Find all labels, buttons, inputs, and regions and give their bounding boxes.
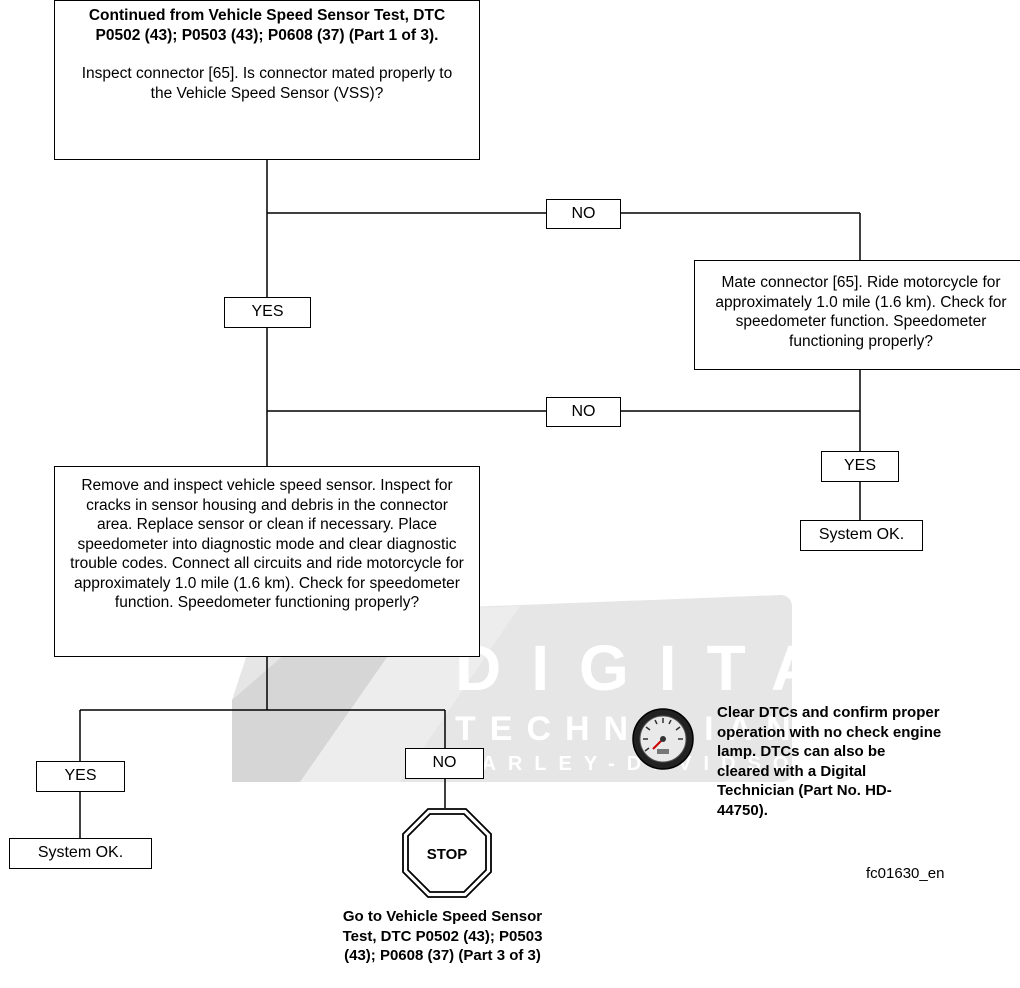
mate-connector-box: Mate connector [65]. Ride motorcycle for… [694,260,1020,370]
start-title: Continued from Vehicle Speed Sensor Test… [88,7,446,44]
label-yes-left: YES [224,297,311,328]
figure-id: fc01630_en [866,865,945,882]
clear-dtcs-note: Clear DTCs and confirm proper operation … [717,704,942,819]
watermark-word-1: DIGITAL [455,632,916,704]
label-yes-right: YES [821,451,899,482]
goto-part-3-text: Go to Vehicle Speed Sensor Test, DTC P05… [342,908,543,964]
stop-sign-icon: STOP [402,808,492,898]
stop-sign-label: STOP [427,846,468,863]
label-yes-bottom: YES [36,761,125,792]
label-no-middle: NO [546,397,621,427]
start-box: Continued from Vehicle Speed Sensor Test… [54,0,480,160]
inspect-sensor-box: Remove and inspect vehicle speed sensor.… [54,466,480,657]
label-no-top: NO [546,199,621,229]
watermark-word-3: HARLEY-DAVIDSON [455,753,827,775]
system-ok-right: System OK. [800,520,923,551]
system-ok-left: System OK. [9,838,152,869]
speedometer-icon [632,708,694,770]
start-question: Inspect connector [65]. Is connector mat… [81,65,453,102]
label-no-bottom: NO [405,748,484,779]
